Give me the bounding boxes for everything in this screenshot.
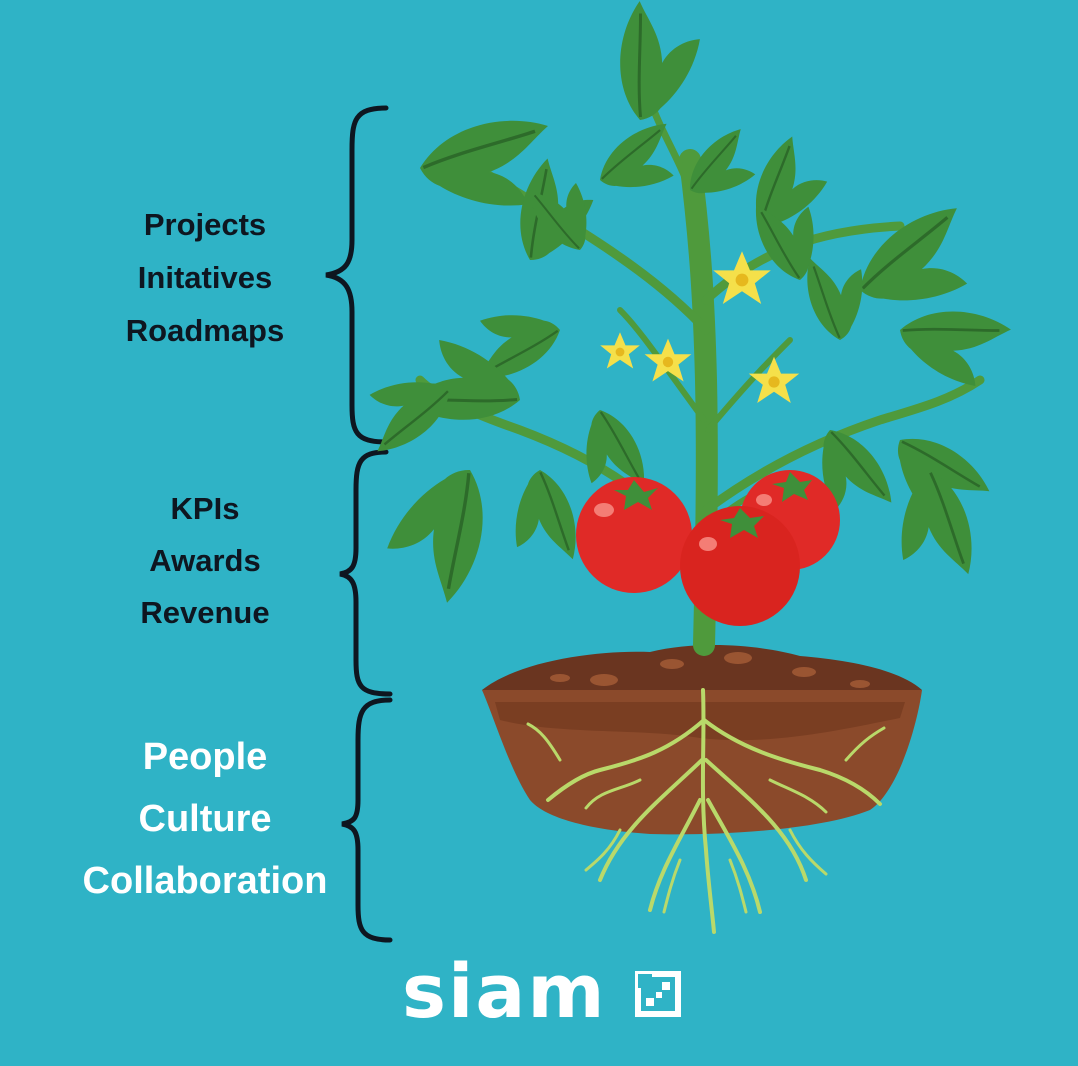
siam-logo: siam <box>402 958 692 1030</box>
dice-square-icon <box>634 970 682 1018</box>
label-culture: Culture <box>30 788 380 850</box>
label-collaboration: Collaboration <box>30 850 380 912</box>
label-group-middle: KPIs Awards Revenue <box>30 483 380 639</box>
label-initatives: Initatives <box>30 251 380 304</box>
label-roadmaps: Roadmaps <box>30 304 380 357</box>
label-people: People <box>30 726 380 788</box>
label-group-top: Projects Initatives Roadmaps <box>30 198 380 357</box>
label-kpis: KPIs <box>30 483 380 535</box>
label-awards: Awards <box>30 535 380 587</box>
logo-wordmark: siam <box>402 952 606 1032</box>
label-group-roots: People Culture Collaboration <box>30 726 380 912</box>
label-revenue: Revenue <box>30 587 380 639</box>
label-projects: Projects <box>30 198 380 251</box>
